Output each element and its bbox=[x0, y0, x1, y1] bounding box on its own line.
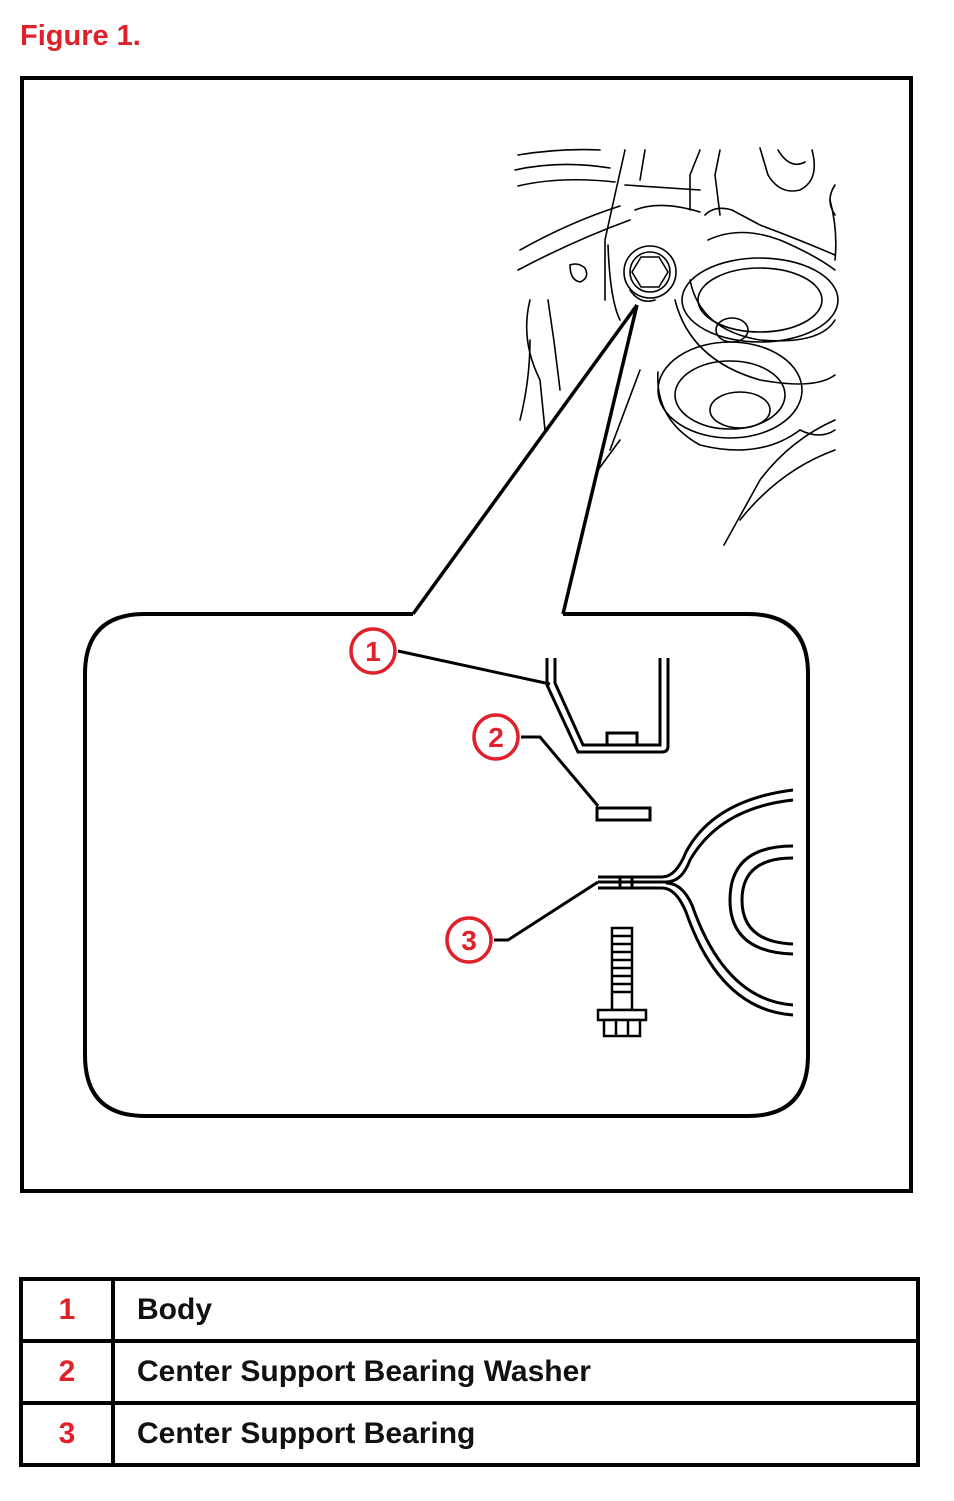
legend-row: 2 Center Support Bearing Washer bbox=[19, 1339, 920, 1405]
callout-1: 1 bbox=[349, 627, 397, 675]
legend-number: 3 bbox=[19, 1401, 115, 1467]
detail-leader-lines bbox=[411, 303, 639, 616]
bolt-part bbox=[596, 926, 648, 1038]
figure-frame bbox=[20, 76, 913, 1193]
svg-text:2: 2 bbox=[488, 722, 504, 753]
legend-row: 1 Body bbox=[19, 1277, 920, 1343]
detail-inset-box bbox=[83, 612, 810, 1118]
svg-text:1: 1 bbox=[365, 636, 381, 667]
diagram-illustration: 1 2 3 bbox=[83, 147, 839, 1118]
legend-number: 2 bbox=[19, 1339, 115, 1405]
washer-part bbox=[595, 806, 652, 822]
legend-table: 1 Body 2 Center Support Bearing Washer 3… bbox=[19, 1277, 920, 1467]
legend-label: Center Support Bearing Washer bbox=[111, 1339, 920, 1405]
legend-number: 1 bbox=[19, 1277, 115, 1343]
legend-row: 3 Center Support Bearing bbox=[19, 1401, 920, 1467]
legend-label: Center Support Bearing bbox=[111, 1401, 920, 1467]
callout-3: 3 bbox=[445, 916, 493, 964]
legend-label: Body bbox=[111, 1277, 920, 1343]
support-bearing-part bbox=[598, 788, 794, 1017]
callout-leaders bbox=[397, 649, 600, 942]
callout-2: 2 bbox=[472, 713, 520, 761]
vehicle-underbody-sketch bbox=[514, 147, 839, 546]
svg-text:3: 3 bbox=[461, 925, 477, 956]
figure-title: Figure 1. bbox=[20, 20, 141, 52]
body-bracket-part bbox=[545, 658, 670, 754]
